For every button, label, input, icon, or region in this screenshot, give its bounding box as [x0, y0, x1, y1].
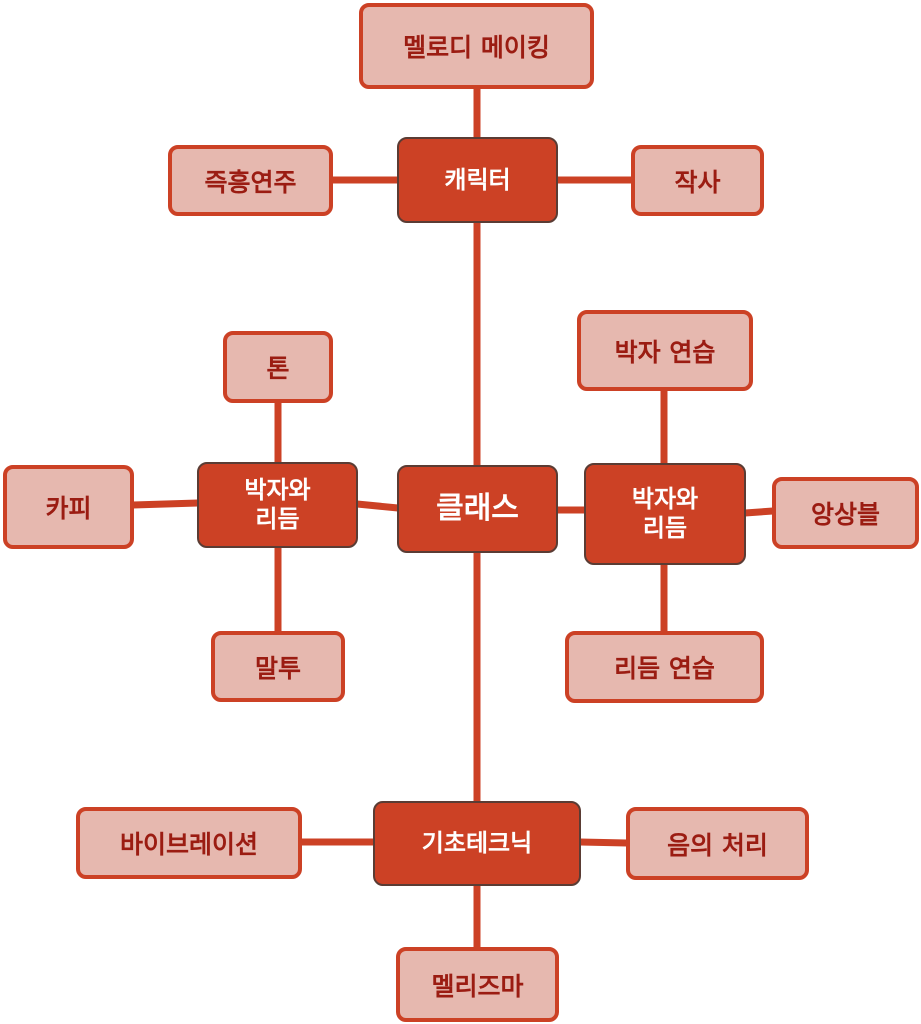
- hub-rhythm-left[interactable]: 박자와 리듬: [197, 462, 358, 548]
- leaf-melody-making[interactable]: 멜로디 메이킹: [359, 3, 594, 89]
- leaf-beat-practice[interactable]: 박자 연습: [577, 310, 753, 391]
- leaf-rhythm-practice[interactable]: 리듬 연습: [565, 631, 764, 703]
- hub-class[interactable]: 클래스: [397, 465, 558, 553]
- leaf-melisma[interactable]: 멜리즈마: [396, 947, 559, 1022]
- leaf-tone[interactable]: 톤: [223, 331, 333, 403]
- hub-character[interactable]: 캐릭터: [397, 137, 558, 223]
- leaf-ensemble[interactable]: 앙상블: [772, 477, 919, 549]
- link-bottom-hub-notes: [576, 838, 631, 847]
- link-left-hub-copy: [129, 499, 202, 509]
- hub-rhythm-right[interactable]: 박자와 리듬: [584, 463, 746, 565]
- leaf-improvisation[interactable]: 즉흥연주: [168, 145, 333, 216]
- hub-basic-technique[interactable]: 기초테크닉: [373, 801, 581, 886]
- link-right-hub-ensemble: [741, 507, 777, 517]
- leaf-speech-style[interactable]: 말투: [211, 631, 345, 702]
- leaf-copy[interactable]: 카피: [3, 465, 134, 549]
- leaf-vibration[interactable]: 바이브레이션: [76, 807, 302, 879]
- link-center-left-hub: [353, 500, 402, 512]
- leaf-lyric-writing[interactable]: 작사: [631, 145, 764, 216]
- leaf-note-handling[interactable]: 음의 처리: [626, 807, 809, 880]
